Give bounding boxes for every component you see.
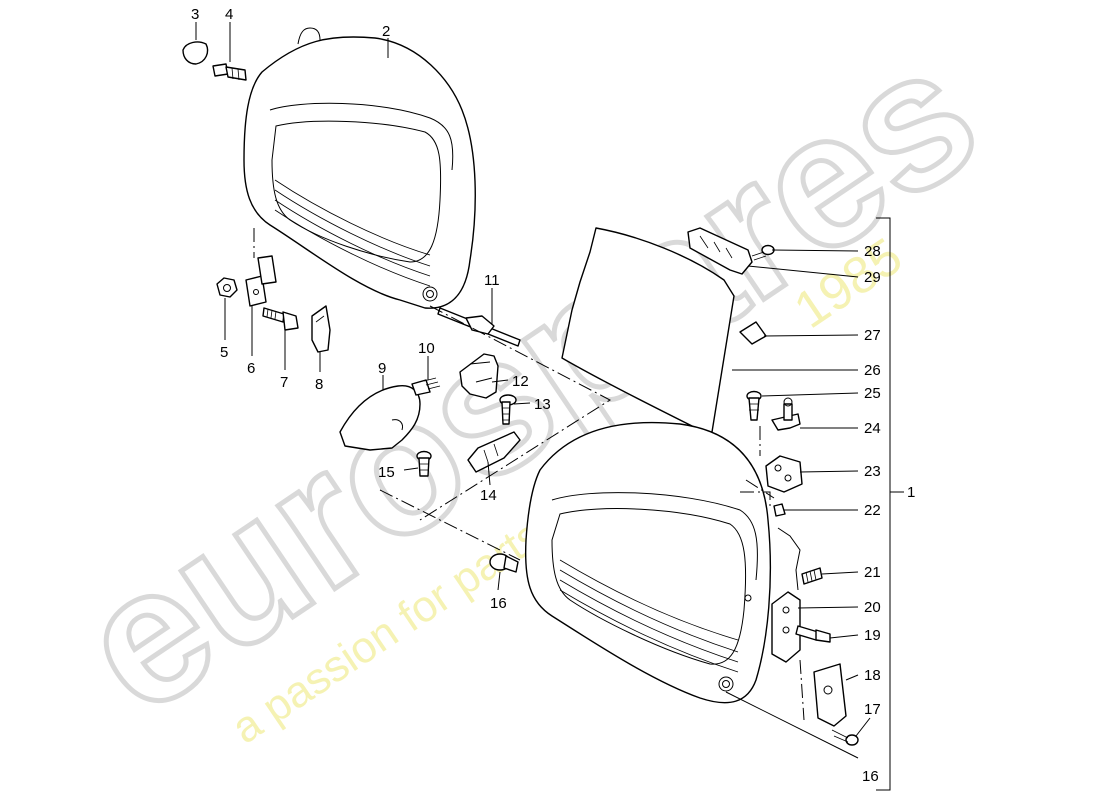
callout-15: 15 bbox=[378, 464, 395, 481]
callout-16-left: 16 bbox=[490, 595, 507, 612]
clip-8 bbox=[311, 305, 331, 353]
pin-22 bbox=[773, 503, 786, 517]
assembly-lines bbox=[253, 228, 805, 721]
screw-17 bbox=[831, 729, 859, 746]
bushing-16 bbox=[489, 553, 519, 573]
screw-10 bbox=[411, 377, 441, 396]
callout-29: 29 bbox=[864, 269, 881, 286]
callout-21: 21 bbox=[864, 564, 881, 581]
callout-7: 7 bbox=[280, 374, 288, 391]
latch-mechanism-20 bbox=[771, 527, 801, 663]
callout-labels: 1 2 3 4 5 6 7 8 9 10 11 12 13 14 15 16 1… bbox=[191, 6, 915, 785]
callout-28: 28 bbox=[864, 243, 881, 260]
callout-26: 26 bbox=[864, 362, 881, 379]
callout-22: 22 bbox=[864, 502, 881, 519]
cap-3 bbox=[182, 41, 209, 65]
latch-plate-23 bbox=[765, 455, 803, 493]
callout-20: 20 bbox=[864, 599, 881, 616]
leader-lines bbox=[195, 22, 904, 791]
callout-5: 5 bbox=[220, 344, 228, 361]
callout-13: 13 bbox=[534, 396, 551, 413]
callout-4: 4 bbox=[225, 6, 233, 23]
bracket-12 bbox=[459, 353, 499, 399]
callout-25: 25 bbox=[864, 385, 881, 402]
callout-2: 2 bbox=[382, 23, 390, 40]
knob-24 bbox=[771, 397, 801, 431]
callout-10: 10 bbox=[418, 340, 435, 357]
screw-25 bbox=[746, 390, 762, 421]
callout-8: 8 bbox=[315, 376, 323, 393]
stud-4 bbox=[212, 63, 247, 81]
screw-15 bbox=[416, 450, 432, 477]
callout-1: 1 bbox=[907, 484, 915, 501]
headrest-cushion-lower bbox=[524, 421, 772, 704]
rod-11 bbox=[437, 307, 521, 347]
bracket-6 bbox=[245, 255, 277, 307]
bolt-19 bbox=[795, 625, 831, 643]
callout-23: 23 bbox=[864, 463, 881, 480]
callout-6: 6 bbox=[247, 360, 255, 377]
callout-12: 12 bbox=[512, 373, 529, 390]
spring-21 bbox=[801, 567, 823, 585]
callout-17: 17 bbox=[864, 701, 881, 718]
callout-9: 9 bbox=[378, 360, 386, 377]
callout-11: 11 bbox=[484, 272, 500, 289]
callout-3: 3 bbox=[191, 6, 199, 23]
headrest-cushion-upper bbox=[243, 27, 476, 309]
nut-5 bbox=[216, 277, 238, 298]
callout-16-right: 16 bbox=[862, 768, 879, 785]
callout-18: 18 bbox=[864, 667, 881, 684]
callout-24: 24 bbox=[864, 420, 881, 437]
bracket-14 bbox=[467, 431, 521, 473]
bolt-7 bbox=[262, 307, 299, 331]
trim-strip-29 bbox=[687, 227, 753, 275]
callout-19: 19 bbox=[864, 627, 881, 644]
bolt-13 bbox=[499, 394, 517, 425]
callout-14: 14 bbox=[480, 487, 497, 504]
callout-27: 27 bbox=[864, 327, 881, 344]
cover-18 bbox=[813, 663, 847, 727]
